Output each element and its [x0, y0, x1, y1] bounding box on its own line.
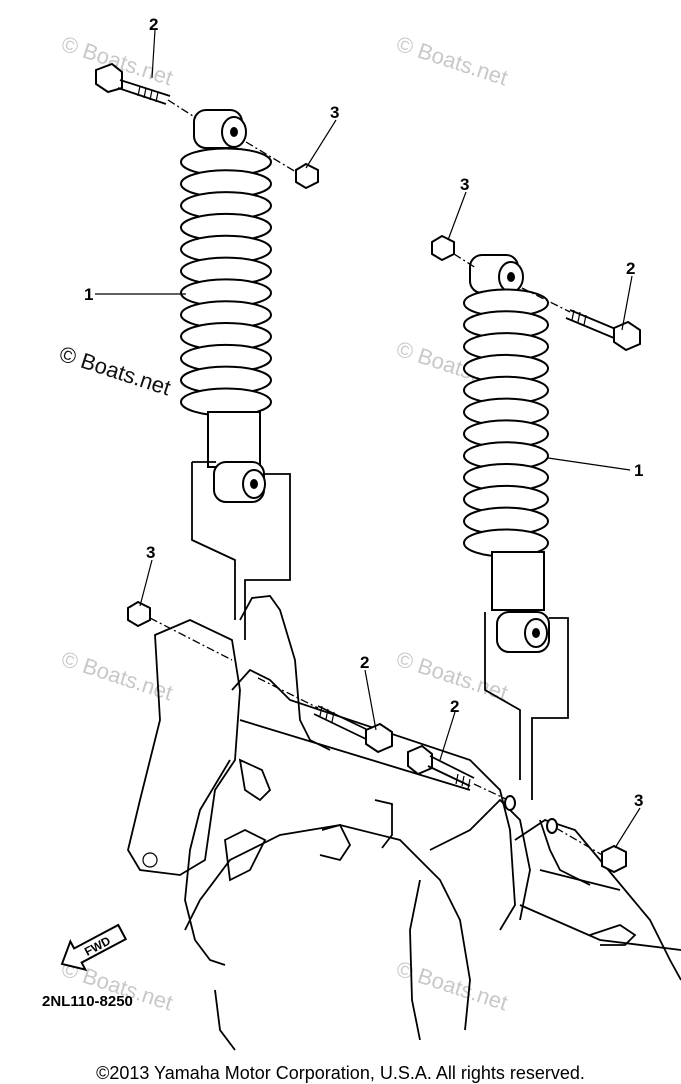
watermark: © Boats.net — [393, 31, 510, 90]
callout-labels: 2 3 1 3 2 1 3 2 2 3 — [84, 15, 643, 810]
bolt-mid-right — [407, 744, 516, 811]
shock-absorber-left — [180, 109, 291, 640]
callout-bolt-2: 2 — [626, 259, 635, 278]
callout-bolt-2: 2 — [360, 653, 369, 672]
callout-nut-3: 3 — [634, 791, 643, 810]
watermark-main: © Boats.net — [56, 341, 173, 400]
nut-bottom-right — [546, 818, 627, 874]
bolt-top-right — [521, 287, 641, 352]
bolt-mid-center — [257, 677, 393, 754]
frame — [127, 595, 681, 1051]
nut-top-left — [245, 141, 319, 190]
watermark-layer: © Boats.net © Boats.net © Boats.net © Bo… — [56, 31, 510, 1015]
callout-leaders — [95, 29, 641, 849]
nut-top-right — [431, 234, 477, 269]
callout-nut-3: 3 — [460, 175, 469, 194]
callout-nut-3: 3 — [146, 543, 155, 562]
shock-absorber-right — [463, 254, 569, 800]
nut-mid-left — [127, 600, 233, 661]
copyright-notice: ©2013 Yamaha Motor Corporation, U.S.A. A… — [96, 1063, 585, 1083]
callout-bolt-2: 2 — [149, 15, 158, 34]
callout-nut-3: 3 — [330, 103, 339, 122]
callout-shock-1: 1 — [634, 461, 643, 480]
callout-shock-1: 1 — [84, 285, 93, 304]
callout-bolt-2: 2 — [450, 697, 459, 716]
bolt-top-left — [95, 62, 197, 119]
diagram-code: 2NL110-8250 — [42, 993, 133, 1010]
